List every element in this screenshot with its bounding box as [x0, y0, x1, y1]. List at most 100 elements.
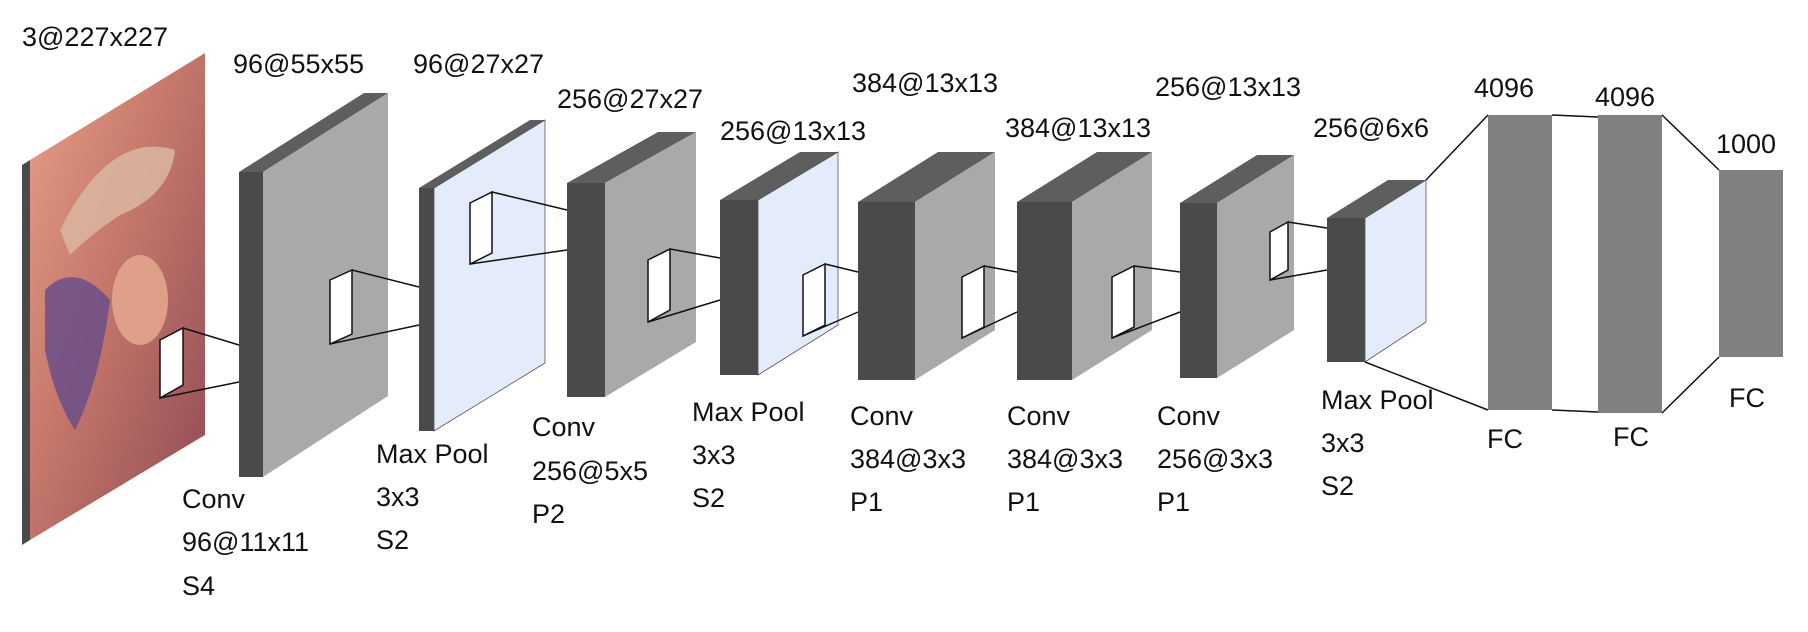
- conn-pool1-conv2-b: [469, 249, 568, 265]
- conv2-op-line-1: Conv: [532, 412, 596, 442]
- fc3-dim-label: 1000: [1716, 129, 1776, 159]
- conv1-op-label: Conv 96@11x11 S4: [182, 484, 309, 601]
- conv5-op-line-1: Conv: [1157, 401, 1221, 431]
- conn-input-conv1-a: [182, 327, 240, 346]
- conv3-op-label: Conv 384@3x3 P1: [850, 401, 966, 517]
- conv5-kernel: [1269, 220, 1289, 282]
- pool1-op-line-1: Max Pool: [376, 439, 489, 469]
- conv4-op-line-2: 384@3x3: [1007, 444, 1123, 474]
- conv2-dim-label: 256@27x27: [557, 84, 703, 114]
- conn-pool2-conv3-b: [802, 311, 859, 337]
- pool3-op-line-1: Max Pool: [1321, 385, 1434, 415]
- conn-pool2-conv3-a: [824, 263, 859, 273]
- conn-conv4-conv5-a: [1133, 265, 1181, 273]
- input-image-side: [22, 160, 30, 545]
- input-kernel: [159, 326, 184, 400]
- conn-conv1-pool1-b: [329, 324, 420, 345]
- conn-fc2-fc3-b: [1661, 356, 1720, 414]
- conv2-op-label: Conv 256@5x5 P2: [532, 412, 648, 529]
- pool2-top: [720, 152, 838, 200]
- pool1-front: [419, 188, 434, 431]
- conv1-top: [239, 93, 388, 172]
- conv4-top: [1017, 152, 1152, 202]
- image-hat-shape: [60, 146, 175, 255]
- conv5-op-line-2: 256@3x3: [1157, 444, 1273, 474]
- conn-fc1-fc2-a: [1551, 114, 1599, 118]
- fc1-dim-label: 4096: [1474, 73, 1534, 103]
- input-dim-label: 3@227x227: [22, 22, 168, 52]
- conv1-front: [239, 172, 263, 477]
- conn-conv3-conv4-a: [983, 265, 1018, 273]
- pool3-dim-label: 256@6x6: [1313, 113, 1429, 143]
- conn-pool1-conv2-a: [491, 191, 568, 211]
- conv1-kernel: [329, 268, 353, 346]
- conv3-op-line-3: P1: [850, 487, 883, 517]
- layer-conv5-block: [1180, 155, 1294, 378]
- conv4-op-line-3: P1: [1007, 487, 1040, 517]
- conv3-dim-label: 384@13x13: [852, 68, 998, 98]
- layer-conv1-block: [239, 93, 388, 477]
- pool2-op-line-2: 3x3: [692, 440, 736, 470]
- pool2-dim-label: 256@13x13: [720, 116, 866, 146]
- conv5-op-label: Conv 256@3x3 P1: [1157, 401, 1273, 517]
- layer-conv4-block: [1017, 152, 1152, 380]
- pool3-op-label: Max Pool 3x3 S2: [1321, 385, 1434, 501]
- conn-pool3-fc1-b: [1364, 361, 1489, 411]
- pool2-kernel: [802, 262, 826, 338]
- pool1-op-label: Max Pool 3x3 S2: [376, 439, 489, 555]
- layer-pool1-block: [419, 119, 546, 432]
- conn-conv1-pool1-a: [351, 269, 420, 288]
- fc2-bar: [1598, 115, 1662, 413]
- conn-input-conv1-b: [159, 381, 240, 399]
- conv3-op-line-1: Conv: [850, 401, 914, 431]
- pool1-kernel: [469, 190, 493, 266]
- fc3-op-label: FC: [1729, 383, 1765, 413]
- pool3-op-line-3: S2: [1321, 471, 1354, 501]
- conv2-front: [567, 183, 605, 397]
- conv1-face: [263, 93, 388, 477]
- pool2-op-line-1: Max Pool: [692, 397, 805, 427]
- fc1-bar: [1488, 115, 1552, 410]
- conn-conv2-pool2-a: [669, 248, 721, 259]
- conv2-kernel: [647, 247, 671, 324]
- conn-conv3-conv4-b: [961, 311, 1018, 339]
- conv5-dim-label: 256@13x13: [1155, 72, 1301, 102]
- conv4-op-line-1: Conv: [1007, 401, 1071, 431]
- conn-conv2-pool2-b: [647, 299, 721, 323]
- conv5-top: [1180, 155, 1294, 203]
- conv1-op-line-1: Conv: [182, 484, 246, 514]
- conv3-op-line-2: 384@3x3: [850, 444, 966, 474]
- conv5-op-line-3: P1: [1157, 487, 1190, 517]
- pool1-op-line-2: 3x3: [376, 482, 420, 512]
- layer-conv2-block: [567, 132, 696, 397]
- conv2-top: [567, 132, 696, 183]
- layer-pool2-block: [720, 151, 839, 376]
- pool3-face: [1364, 179, 1427, 363]
- conv2-op-line-3: P2: [532, 499, 565, 529]
- connection-lines: [159, 114, 1720, 414]
- pool3-top: [1327, 180, 1426, 218]
- conn-conv5-pool3-a: [1287, 221, 1328, 229]
- layer-pool3-block: [1327, 179, 1427, 363]
- conv3-kernel: [961, 264, 985, 340]
- conv1-op-line-3: S4: [182, 571, 215, 601]
- conn-pool3-fc1-a: [1425, 114, 1489, 181]
- conn-fc1-fc2-b: [1551, 409, 1599, 413]
- pool1-top: [419, 120, 545, 188]
- conv3-front: [858, 202, 915, 380]
- fc1-op-label: FC: [1487, 424, 1523, 454]
- fc2-dim-label: 4096: [1595, 82, 1655, 112]
- conn-conv4-conv5-b: [1111, 311, 1181, 339]
- conv4-kernel: [1111, 264, 1135, 340]
- fc2-op-label: FC: [1613, 422, 1649, 452]
- pool3-front: [1327, 218, 1365, 362]
- conv4-front: [1017, 202, 1072, 380]
- conv1-dim-label: 96@55x55: [233, 49, 364, 79]
- conv4-op-label: Conv 384@3x3 P1: [1007, 401, 1123, 517]
- pool1-dim-label: 96@27x27: [413, 49, 544, 79]
- pool3-op-line-2: 3x3: [1321, 428, 1365, 458]
- conv5-face: [1217, 155, 1294, 378]
- conv1-op-line-2: 96@11x11: [182, 527, 309, 557]
- pool2-op-line-3: S2: [692, 483, 725, 513]
